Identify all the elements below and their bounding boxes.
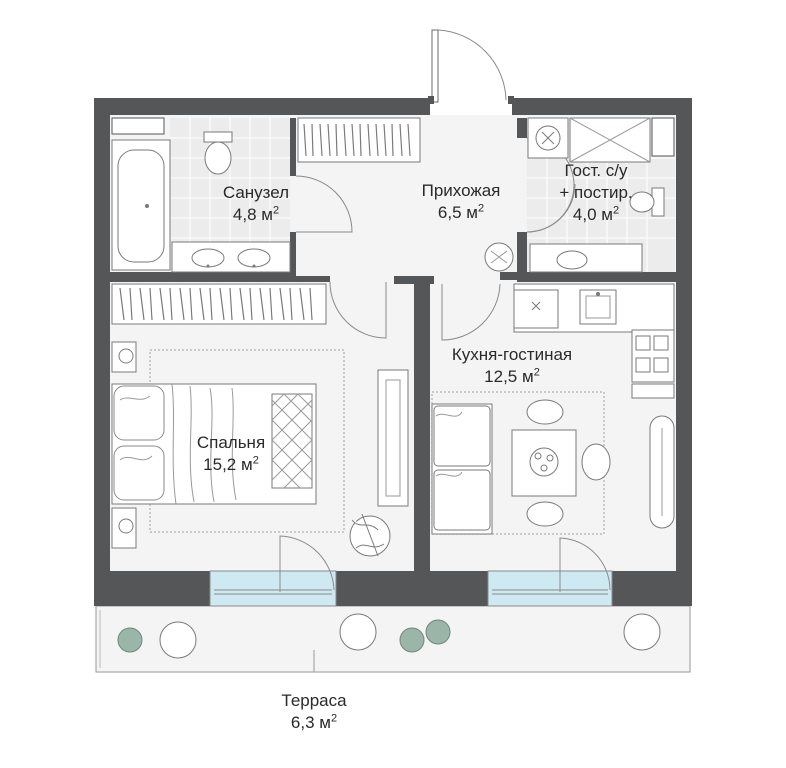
terrace-stool-icon bbox=[159, 613, 661, 659]
tv-console-icon bbox=[377, 369, 409, 507]
room-name: Спальня bbox=[196, 433, 266, 452]
wall-notches bbox=[111, 117, 675, 157]
sink-icon bbox=[171, 241, 291, 273]
walls bbox=[94, 98, 692, 606]
room-name: Прихожая bbox=[421, 181, 501, 200]
dining-table-icon bbox=[511, 399, 611, 527]
room-label-terrace: Терраса 6,3 м2 bbox=[254, 690, 374, 734]
room-label-bedroom: Спальня 15,2 м2 bbox=[176, 432, 286, 476]
bed-icon bbox=[111, 383, 317, 505]
room-label-bathroom: Санузел 4,8 м2 bbox=[196, 182, 316, 226]
room-area: 6,3 м2 bbox=[290, 712, 338, 732]
room-area: 6,5 м2 bbox=[437, 202, 485, 222]
round-rug-icon bbox=[484, 242, 514, 272]
guest-sink-icon bbox=[529, 243, 643, 273]
fridge-icon bbox=[631, 383, 675, 399]
bedroom-wardrobe-icon bbox=[111, 283, 327, 325]
room-name: Санузел bbox=[222, 183, 290, 202]
room-area: 4,8 м2 bbox=[232, 204, 280, 224]
windows bbox=[209, 535, 613, 607]
room-name: Кухня-гостиная bbox=[451, 345, 573, 364]
room-label-kitchen-living: Кухня-гостиная 12,5 м2 bbox=[432, 344, 592, 388]
room-name: Гост. с/у bbox=[564, 161, 628, 180]
room-area: 12,5 м2 bbox=[484, 366, 540, 386]
room-name-extra: + постир. bbox=[559, 183, 633, 202]
plant-icon bbox=[349, 513, 391, 557]
washing-machine-icon bbox=[527, 117, 569, 159]
bathtub-icon bbox=[111, 139, 171, 271]
toilet-icon bbox=[203, 131, 233, 175]
room-label-guest-wc: Гост. с/у + постир. 4,0 м2 bbox=[536, 160, 656, 226]
guest-toilet-icon bbox=[629, 187, 665, 217]
shower-icon bbox=[569, 117, 651, 163]
terrace-plant-icon bbox=[117, 619, 451, 653]
bench-icon bbox=[649, 415, 675, 529]
room-label-hall: Прихожая 6,5 м2 bbox=[396, 180, 526, 224]
stove-icon bbox=[631, 329, 675, 383]
room-area: 15,2 м2 bbox=[203, 454, 259, 474]
entrance-door-icon[interactable] bbox=[428, 29, 514, 110]
wardrobe-icon bbox=[297, 117, 421, 163]
room-name: Терраса bbox=[281, 691, 347, 710]
kitchen-counter-icon bbox=[513, 283, 675, 333]
nightstand-icon bbox=[111, 341, 137, 549]
room-area: 4,0 м2 bbox=[572, 204, 620, 224]
sofa-icon bbox=[431, 403, 493, 535]
